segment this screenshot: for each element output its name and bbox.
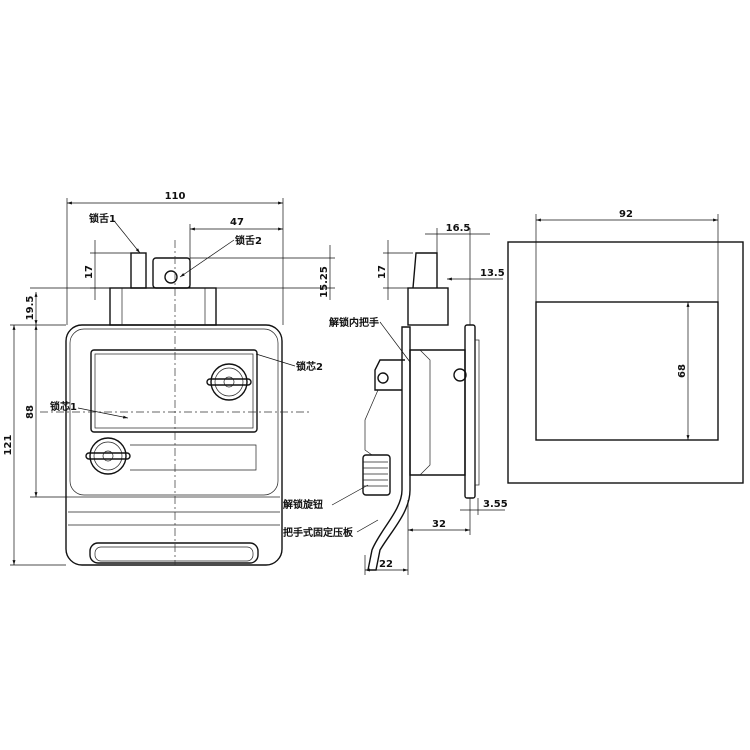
label-core-2: 锁芯2 [296, 360, 323, 373]
dim-88: 88 [25, 405, 36, 419]
dim-16-5: 16.5 [446, 223, 471, 234]
dim-92: 92 [619, 209, 633, 220]
flange [464, 324, 476, 499]
dim-47: 47 [230, 217, 244, 228]
dim-68: 68 [677, 364, 688, 378]
lock-window [90, 349, 258, 433]
dim-22: 22 [379, 559, 393, 570]
dim-side-17: 17 [377, 265, 388, 279]
lock-core-2 [206, 363, 252, 401]
cutout [535, 301, 719, 441]
handle-plate [367, 326, 411, 571]
housing [109, 287, 217, 326]
cutout-view: 92 68 [507, 209, 744, 484]
dim-15-25: 15.25 [319, 266, 330, 298]
front-view: 110 47 17 15.25 19.5 88 121 锁舌1 锁舌2 锁芯2 … [3, 191, 335, 566]
label-tongue-2: 锁舌2 [235, 234, 262, 247]
dim-19-5: 19.5 [25, 296, 36, 321]
label-inner-handle: 解锁内把手 [329, 316, 379, 329]
unlock-knob [362, 454, 391, 496]
lock-core-1 [85, 437, 131, 475]
dim-32: 32 [432, 519, 446, 530]
dim-110: 110 [165, 191, 186, 202]
dim-17: 17 [84, 265, 95, 279]
label-fixing-plate: 把手式固定压板 [283, 526, 354, 539]
dim-13-5: 13.5 [480, 268, 505, 279]
handle-slot [89, 542, 259, 564]
label-unlock-knob: 解锁旋钮 [283, 498, 323, 511]
label-core-1: 锁芯1 [50, 400, 77, 413]
dim-121: 121 [3, 435, 14, 456]
tongue-1 [130, 252, 147, 289]
side-view: 16.5 13.5 17 3.55 32 22 解锁内把手 解锁旋钮 把手式固定… [283, 223, 508, 575]
label-tongue-1: 锁舌1 [89, 212, 116, 225]
dim-3-55: 3.55 [483, 499, 508, 510]
